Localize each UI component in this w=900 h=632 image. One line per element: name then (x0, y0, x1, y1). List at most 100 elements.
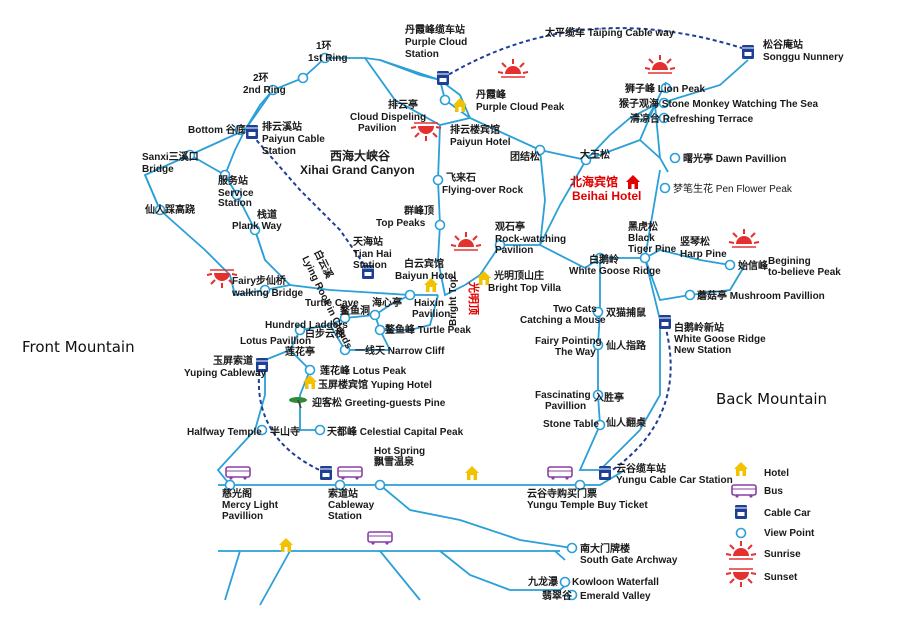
legend-view-point: View Point (764, 528, 815, 539)
label-heihu-en2: Tiger Pine (628, 244, 677, 255)
region-xihai-en: Xihai Grand Canyon (300, 163, 415, 177)
sunrise-icon (450, 231, 482, 251)
label-believe-cn: 始信峰 (738, 259, 769, 272)
label-ladders: Hundred Ladders (265, 320, 348, 331)
label-yuping-hotel: 玉屏楼宾馆 Yuping Hotel (318, 378, 432, 391)
legend-hotel: Hotel (764, 468, 789, 479)
label-feilai-en: Flying-over Rock (442, 185, 524, 196)
hotel-icon (453, 98, 467, 112)
label-haixin-en1: Haixin (414, 298, 444, 309)
label-baiyun-en: Baiyun Hotel (395, 271, 456, 282)
label-service-en1: Service (218, 188, 254, 199)
label-twocats-en1: Two Cats (553, 304, 597, 315)
label-feilai-cn: 飞来石 (446, 171, 476, 184)
view-point-icon (566, 542, 578, 554)
view-point-icon (559, 576, 571, 588)
label-songgu-cn: 松谷庵站 (763, 38, 803, 51)
label-fascinating-en2: Pavillion (545, 401, 586, 412)
label-twocats-en2: Catching a Mouse (520, 315, 606, 326)
label-aoyu-peak: 鳌鱼峰 Turtle Peak (385, 323, 471, 336)
label-banshan: 半山寺 (270, 425, 300, 438)
label-fairy-point-cn: 仙人指路 (606, 339, 647, 352)
label-ciguang-cn: 慈光阁 (222, 487, 252, 500)
view-point-icon (434, 219, 446, 231)
hotel-icon (279, 538, 293, 552)
place-labels: 太平缆车 Taiping Cable way 松谷庵站 Songgu Nunne… (142, 23, 844, 602)
label-stone-table: Stone Table (543, 419, 599, 430)
view-point-icon (374, 479, 386, 491)
bus-icon (337, 466, 363, 481)
label-suodao-cn: 索道站 (328, 487, 358, 500)
label-believe-en2: to-believe Peak (768, 267, 841, 278)
sunset-icon (725, 568, 757, 588)
label-villa-en: Bright Top Villa (488, 283, 561, 294)
label-danxia-peak-en: Purple Cloud Peak (476, 102, 565, 113)
label-plank-en: Plank Way (232, 221, 282, 232)
sunrise-icon (728, 228, 760, 248)
label-kowloon-cn: 九龙瀑 (527, 575, 559, 588)
label-baibu: 白步云梯 (305, 327, 345, 340)
label-heihu-en1: Black (628, 233, 655, 244)
label-service-cn: 服务站 (218, 174, 248, 187)
region-xihai-cn: 西海大峡谷 (330, 148, 391, 163)
view-point-icon (735, 527, 747, 539)
label-plank-cn: 栈道 (257, 208, 277, 221)
label-fairy-point-en1: Fairy Pointing (535, 336, 602, 347)
label-celestial: 天都峰 Celestial Capital Peak (327, 425, 464, 438)
label-yungu-ticket-cn: 云谷寺购买门票 (527, 487, 597, 500)
label-paiyun-cable-en1: Paiyun Cable (262, 134, 325, 145)
label-qunfeng-cn: 群峰顶 (404, 204, 434, 217)
hotel-icon (734, 462, 748, 476)
featured-beihai-en: Beihai Hotel (572, 189, 641, 203)
label-harp-en: Harp Pine (680, 249, 727, 260)
label-ciguang-en1: Mercy Light (222, 500, 279, 511)
label-emerald-cn: 翡翠谷 (542, 589, 573, 602)
label-fairy-point-en2: The Way (555, 347, 596, 358)
legend-bus: Bus (764, 486, 783, 497)
label-heihu-cn: 黑虎松 (628, 220, 658, 233)
label-haixin-cn: 海心亭 (372, 296, 402, 309)
label-paiyun-cn: 排云亭 (388, 98, 418, 111)
label-danxia-peak-cn: 丹霞峰 (476, 88, 507, 101)
label-taiping: 太平缆车 Taiping Cable way (544, 26, 675, 39)
hotel-icon (303, 375, 317, 389)
label-wgstation-en1: White Goose Ridge (674, 334, 766, 345)
view-point-icon (432, 174, 444, 186)
label-paiyun-en1: Cloud Dispeling (350, 112, 426, 123)
bus-icon (225, 466, 251, 481)
cable-car-icon (741, 44, 755, 60)
label-yungu-cable-en: Yungu Cable Car Station (616, 475, 733, 486)
featured-guangming-en: Bright Top (448, 276, 459, 326)
label-turtle-cave: Turtle Cave (305, 298, 359, 309)
label-haixin-en2: Pavilion (412, 309, 450, 320)
featured-guangming-cn: 光明顶 (467, 281, 481, 315)
label-ring1-cn: 1环 (316, 40, 332, 52)
label-twocats-cn: 双猫捕鼠 (606, 306, 646, 319)
label-fairy-cn: Fairy步仙桥 (232, 274, 287, 287)
cable-car-icon (658, 314, 672, 330)
sunrise-icon (644, 54, 676, 74)
label-hotspring-en: Hot Spring (374, 446, 425, 457)
sunset-icon (410, 122, 442, 142)
label-tianhai-cn: 天海站 (353, 235, 383, 248)
label-yungu-ticket-en: Yungu Temple Buy Ticket (527, 500, 648, 511)
label-hotspring-cn: 飘雪温泉 (374, 455, 415, 468)
label-songgu-en: Songgu Nunnery (763, 52, 844, 63)
label-lion-peak: 狮子峰 Lion Peak (624, 82, 705, 95)
label-suodao-en1: Cableway (328, 500, 375, 511)
label-mushroom: 蘑菇亭 Mushroom Pavillion (697, 289, 825, 302)
label-baiyun-cn: 白云宾馆 (404, 257, 444, 270)
label-suodao-en2: Station (328, 511, 362, 522)
label-greeting: 迎客松 Greeting-guests Pine (312, 396, 446, 409)
cable-car-icon (319, 465, 333, 481)
label-paiyun-cable-cn: 排云溪站 (262, 120, 302, 133)
label-yungu-cable-cn: 云谷缆车站 (616, 462, 666, 475)
label-lotus-peak: 莲花峰 Lotus Peak (320, 364, 407, 377)
featured-beihai-cn: 北海宾馆 (570, 174, 618, 189)
label-ring2-cn: 2环 (253, 72, 269, 84)
region-back-mountain: Back Mountain (716, 390, 827, 408)
label-southgate-cn: 南大门牌楼 (580, 542, 630, 555)
label-bottom: Bottom 谷底 (188, 123, 246, 136)
label-sanxi-en: Bridge (142, 164, 174, 175)
